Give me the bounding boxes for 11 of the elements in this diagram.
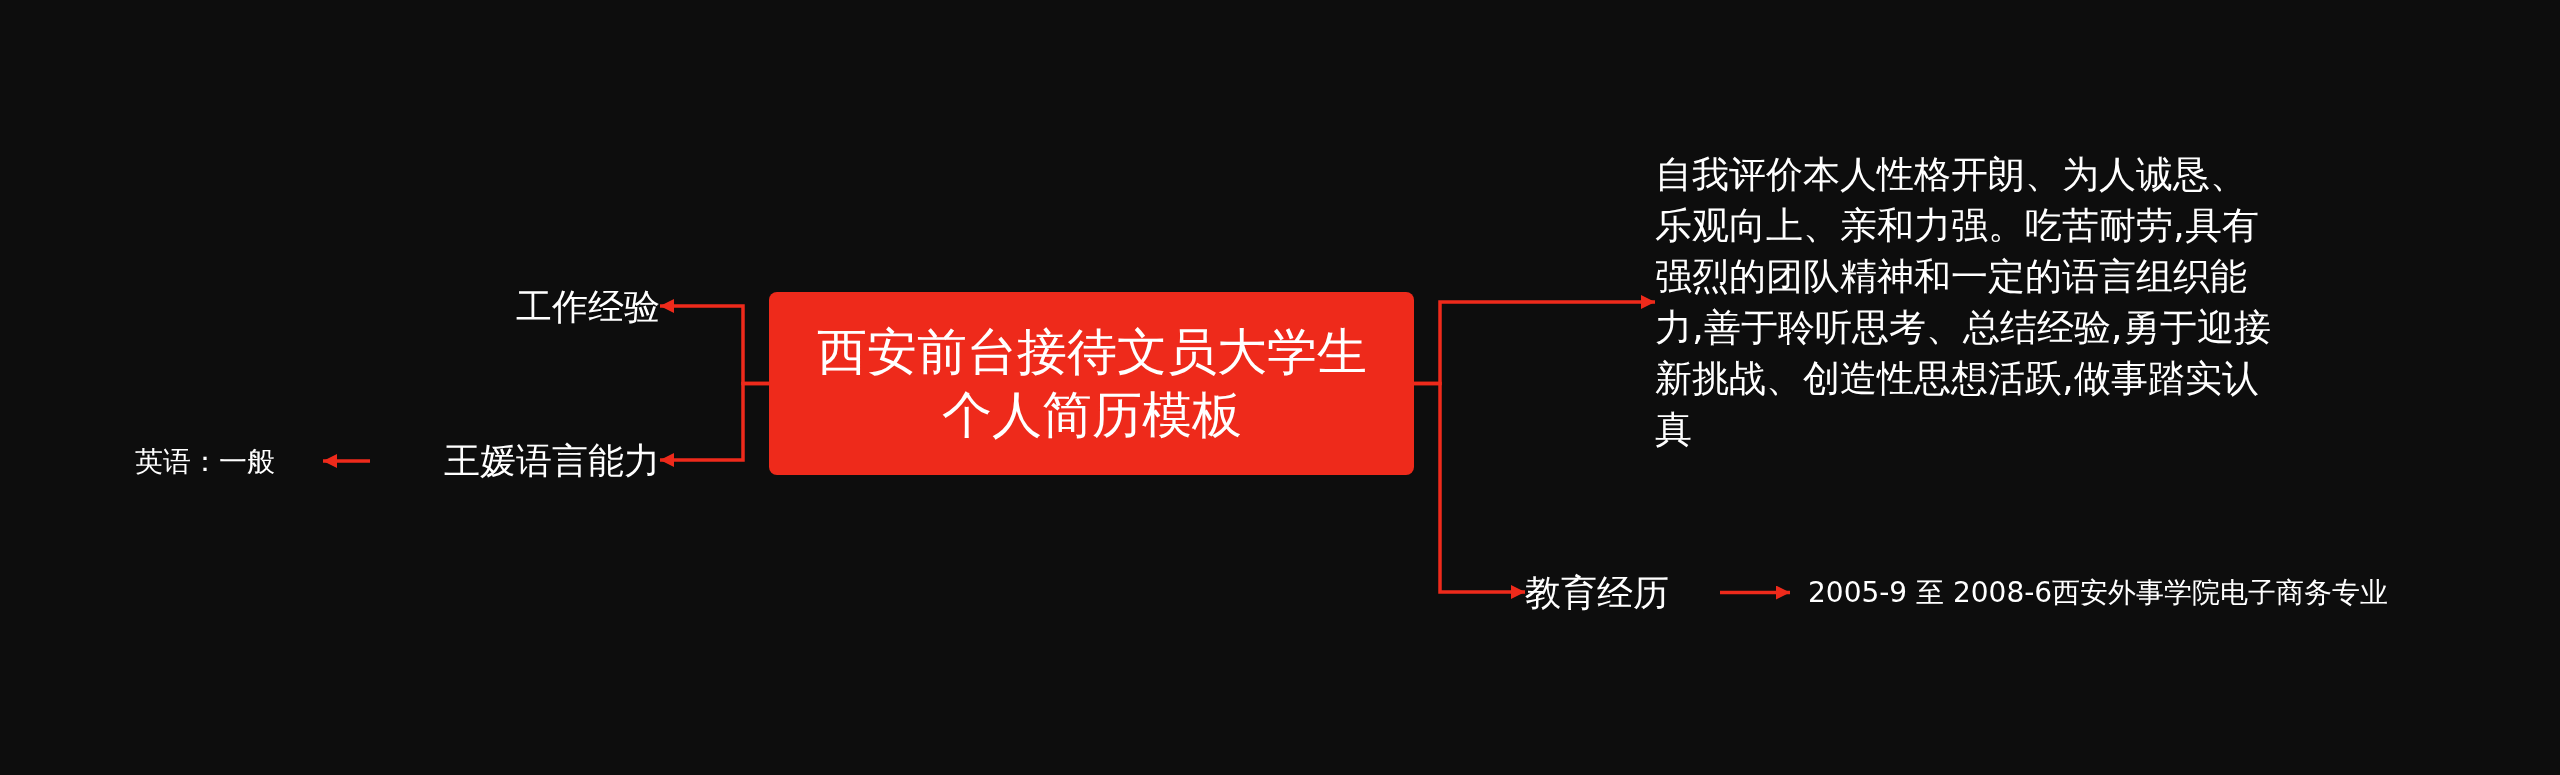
- arrow: [660, 381, 769, 467]
- topic-box: 西安前台接待文员大学生个人简历模板: [769, 292, 1414, 475]
- leaf-text: 2005-9 至 2008-6西安外事学院电子商务专业: [1808, 555, 2418, 630]
- leaf-label: 英语：一般: [135, 440, 305, 482]
- arrow: [1414, 381, 1525, 599]
- arrow: [1720, 585, 1790, 600]
- branch-label: 工作经验: [470, 280, 660, 332]
- branch-label: 教育经历: [1525, 566, 1690, 618]
- branch-label: 王媛语言能力: [400, 434, 660, 486]
- leaf-text: 自我评价本人性格开朗、为人诚恳、乐观向上、亲和力强。吃苦耐劳,具有强烈的团队精神和一定的语言组织能力,善于聆听思考、总结经验,勇于迎接新挑战、创造性思想活跃,做事踏实认真: [1655, 146, 2275, 458]
- arrow: [323, 454, 370, 468]
